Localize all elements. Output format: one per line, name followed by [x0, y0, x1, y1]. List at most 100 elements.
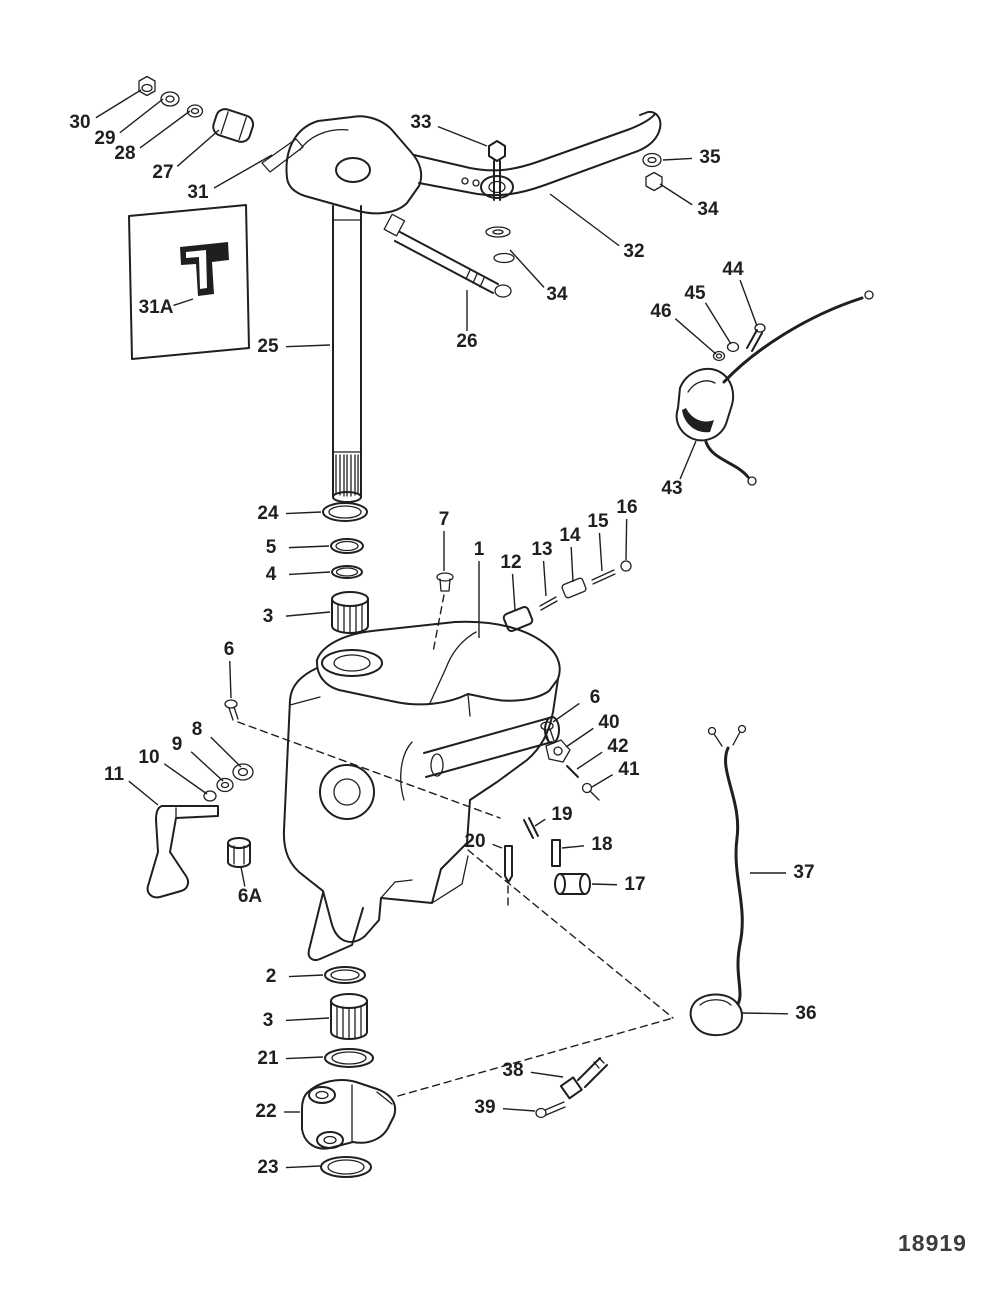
callout-label-11-36: 11	[104, 764, 125, 785]
inset-plate-drawing	[128, 204, 250, 360]
leader-line-3-27	[285, 611, 331, 617]
seal-stack-upper-drawing	[322, 502, 369, 634]
callout-label-34-7: 34	[697, 199, 719, 220]
callout-label-1-24: 1	[474, 539, 485, 560]
callout-label-6A-41: 6A	[238, 886, 263, 907]
leader-line-14-21	[570, 546, 574, 583]
callout-label-23-50: 23	[257, 1157, 278, 1178]
callout-label-34-9: 34	[546, 284, 568, 305]
leader-line-44-13	[739, 279, 758, 327]
leader-line-6A-41	[240, 866, 246, 887]
leader-line-23-50	[285, 1165, 321, 1169]
callout-label-37-42: 37	[793, 862, 814, 883]
callout-label-22-49: 22	[255, 1101, 276, 1122]
callout-label-32-8: 32	[623, 241, 644, 262]
callout-label-45-14: 45	[684, 283, 706, 304]
leader-line-46-15	[674, 318, 717, 355]
callout-label-21-45: 21	[257, 1048, 279, 1069]
leader-line-17-40	[591, 883, 618, 886]
screw-39-drawing	[535, 1101, 566, 1119]
leader-line-41-32	[591, 773, 614, 788]
steering-link-drawing	[301, 1079, 396, 1178]
leader-line-21-45	[285, 1056, 324, 1060]
leader-line-33-5	[437, 125, 488, 147]
leader-line-45-14	[704, 302, 732, 345]
leader-line-6-29	[552, 702, 580, 723]
leader-line-27-3	[176, 129, 220, 167]
leader-line-28-2	[139, 110, 191, 149]
callout-label-19-37: 19	[551, 804, 572, 825]
fastener-stack-top-left-drawing	[138, 75, 304, 173]
lever-washers-drawing	[146, 763, 254, 899]
callout-label-13-22: 13	[531, 539, 552, 560]
callout-label-35-6: 35	[699, 147, 721, 168]
callout-label-6-28: 6	[224, 639, 235, 660]
callout-label-41-32: 41	[618, 759, 640, 780]
leader-line-6-28	[229, 660, 232, 699]
callout-label-3-27: 3	[263, 606, 274, 627]
callout-label-8-33: 8	[192, 719, 203, 740]
callout-label-26-12: 26	[456, 331, 477, 352]
leader-line-43-16	[679, 440, 697, 480]
callout-label-40-30: 40	[598, 712, 619, 733]
callout-label-25-11: 25	[257, 336, 279, 357]
callout-label-31A-10: 31A	[139, 297, 174, 318]
leader-line-19-37	[534, 818, 546, 827]
pins-connector-drawing	[504, 817, 591, 906]
leader-line-4-26	[288, 571, 331, 576]
screw-6-right-drawing	[540, 721, 555, 743]
leader-line-34-9	[509, 249, 545, 288]
leader-line-30-0	[95, 89, 142, 119]
leader-line-13-22	[542, 560, 547, 597]
swivel-shaft-drawing	[332, 205, 362, 503]
leader-line-9-34	[190, 751, 224, 782]
float-cap-drawing	[689, 993, 743, 1037]
callout-label-43-16: 43	[661, 478, 682, 499]
leader-line-36-46	[741, 1012, 789, 1015]
bolt-38-drawing	[559, 1057, 608, 1100]
clamp-hardware-drawing	[545, 739, 600, 801]
callout-label-7-18: 7	[439, 509, 450, 530]
callout-label-6-29: 6	[590, 687, 601, 708]
callout-label-16-19: 16	[616, 497, 637, 518]
callout-label-10-35: 10	[138, 747, 159, 768]
callout-label-42-31: 42	[607, 736, 628, 757]
callout-label-24-17: 24	[257, 503, 279, 524]
callout-label-18-39: 18	[591, 834, 612, 855]
grease-fitting-drawing	[432, 572, 454, 653]
leader-line-42-31	[576, 751, 603, 770]
callout-label-29-1: 29	[94, 128, 115, 149]
screw-6-left-drawing	[224, 699, 501, 819]
steering-arm-drawing	[285, 110, 663, 264]
leader-line-16-19	[625, 518, 628, 561]
callout-label-12-25: 12	[500, 552, 521, 573]
callout-label-20-38: 20	[464, 831, 485, 852]
leader-line-35-6	[662, 157, 693, 161]
leader-line-15-20	[598, 532, 603, 572]
callout-label-44-13: 44	[722, 259, 744, 280]
leader-line-3-44	[285, 1017, 330, 1022]
callout-label-27-3: 27	[152, 162, 173, 183]
callout-label-36-46: 36	[795, 1003, 816, 1024]
tilt-cable-drawing	[707, 724, 747, 1006]
leader-line-2-43	[288, 974, 324, 978]
leader-line-8-33	[210, 736, 242, 768]
leader-line-20-38	[492, 843, 503, 849]
leader-line-24-17	[285, 511, 322, 515]
callout-label-3-44: 3	[263, 1010, 274, 1031]
callout-label-5-23: 5	[266, 537, 277, 558]
drawing-number: 18919	[898, 1230, 967, 1256]
callout-label-28-2: 28	[114, 143, 135, 164]
leader-line-40-30	[565, 727, 594, 748]
leader-line-38-47	[530, 1071, 564, 1078]
leader-line-10-35	[163, 763, 208, 795]
leader-line-32-8	[549, 193, 620, 247]
callout-label-15-20: 15	[587, 511, 609, 532]
callout-label-46-15: 46	[650, 301, 671, 322]
link-hardware-drawing	[502, 560, 632, 633]
callout-label-39-48: 39	[474, 1097, 495, 1118]
seal-stack-lower-drawing	[324, 966, 374, 1068]
bushing-6a-drawing	[227, 837, 251, 868]
